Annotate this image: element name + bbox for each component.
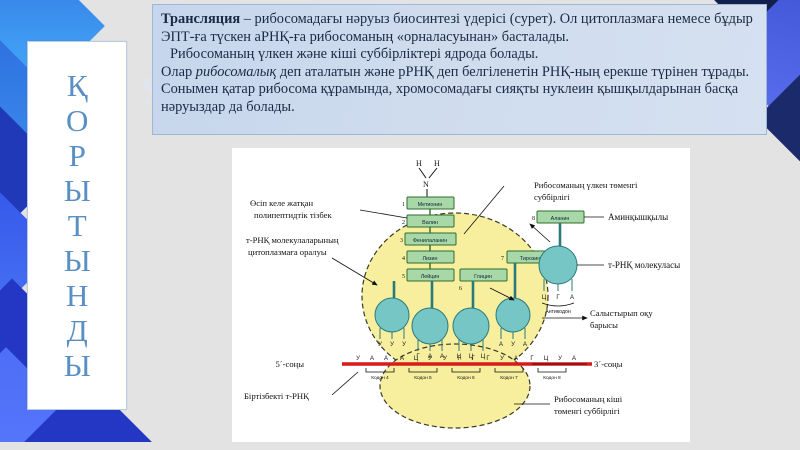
leader-lines — [331, 185, 604, 405]
diagram-labels: Өсіп келе жатқан полипептидтік тізбек т-… — [244, 180, 680, 416]
anticodon-base: А — [440, 354, 444, 360]
nh2-h-left: Н — [416, 159, 422, 168]
anticodon-base: А — [570, 295, 574, 301]
amino-label-3: Фенилаланин — [413, 238, 447, 244]
svg-text:У: У — [500, 356, 504, 362]
amino-box-6 — [459, 268, 508, 282]
codon-label: Кодон 6 — [457, 375, 475, 381]
svg-text:Ц: Ц — [414, 356, 419, 362]
label-three-prime: 3´-соңы — [594, 359, 623, 369]
trna-circle-4 — [495, 297, 531, 333]
definition-paragraph-1: Трансляция – рибосомадағы нәруыз биосинт… — [161, 11, 756, 46]
codon-label: Кодон 7 — [500, 375, 518, 381]
para3-lead: Олар — [161, 63, 196, 80]
anticodon-base: Г — [556, 295, 560, 301]
label-single-strand: Біртізбекті т-РНҚ — [244, 391, 309, 401]
svg-text:А: А — [572, 356, 576, 362]
svg-text:Г: Г — [486, 356, 490, 362]
codon-labels: Кодон 4 Кодон 5 Кодон 6 Кодон 7 Кодон 8 — [371, 375, 561, 381]
amino-label-8: Аланин — [551, 216, 570, 222]
amino-label-6: Глицин — [474, 274, 492, 280]
label-growing-chain-2: полипептидтік тізбек — [254, 210, 332, 220]
nh2-n: N — [423, 180, 429, 189]
amino-number-5: 5 — [402, 274, 405, 280]
anticodon-base: У — [402, 342, 406, 348]
codon-label: Кодон 5 — [414, 375, 432, 381]
trna-circle-2 — [411, 307, 449, 345]
definition-text-panel: Трансляция – рибосомадағы нәруыз биосинт… — [152, 4, 767, 135]
anticodon-base: У — [511, 342, 515, 348]
svg-text:Г: Г — [530, 356, 534, 362]
page-title: ҚОРЫТЫНДЫ — [59, 68, 95, 383]
svg-text:А: А — [370, 356, 374, 362]
anticodon-base: Ц — [469, 354, 474, 360]
amino-label-4: Лизин — [422, 256, 437, 262]
label-trna-return-2: цитоплазмаға оралуы — [248, 247, 327, 257]
amino-label-1: Метионин — [418, 202, 443, 208]
amino-label-2: Валин — [422, 220, 438, 226]
amino-number-1: 1 — [402, 202, 405, 208]
term-ribosomal: рибосомалық — [195, 63, 277, 80]
svg-text:Ц: Ц — [544, 356, 549, 362]
anticodon-base: У — [390, 342, 394, 348]
label-reading-1: Салыстырып оқу — [590, 308, 653, 318]
term-translation: Трансляция — [161, 11, 241, 27]
trna-circle-1 — [374, 297, 410, 333]
definition-paragraph-3: Олар рибосомалық деп аталатын және рРНҚ … — [161, 64, 756, 117]
amino-number-7: 7 — [501, 256, 504, 262]
para3-rest: деп аталатын және рРНҚ деп белгіленетін … — [161, 63, 750, 115]
anticodon-base: Ц — [457, 354, 462, 360]
definition-rest: – рибосомадағы нәруыз биосинтезі үдерісі… — [161, 11, 753, 45]
amino-number-4: 4 — [402, 256, 405, 262]
anticodon-base: Ц — [481, 354, 486, 360]
anticodon-base: Ц — [542, 295, 547, 301]
label-trna-molecule: т-РНҚ молекуласы — [608, 260, 680, 270]
anticodon-base: А — [499, 342, 503, 348]
anticodon-caption: Антикодон — [545, 309, 571, 315]
label-amino-acid: Аминқышқылы — [608, 212, 668, 222]
label-reading-2: барысы — [590, 320, 618, 330]
amino-number-2: 2 — [402, 220, 405, 226]
anticodon-base: А — [428, 354, 432, 360]
anticodon-base: Г — [416, 354, 420, 360]
amino-label-5: Лейцин — [421, 273, 440, 280]
codon-label: Кодон 4 — [371, 375, 389, 381]
trna-circle-5 — [538, 245, 578, 285]
amino-number-8: 8 — [532, 216, 535, 222]
label-trna-return: т-РНҚ молекулаларының — [246, 235, 339, 245]
svg-text:А: А — [514, 356, 518, 362]
svg-text:У: У — [428, 356, 432, 362]
label-small-subunit-2: төменгі суббірлігі — [554, 406, 620, 416]
label-five-prime: 5´-соңы — [275, 359, 304, 369]
nh2-h-right: Н — [434, 159, 440, 168]
label-small-subunit-1: Рибосоманың кіші — [554, 394, 623, 404]
anticodon-base: У — [378, 342, 382, 348]
svg-text:Г: Г — [457, 356, 461, 362]
definition-paragraph-2: Рибосоманың үлкен және кіші суббірліктер… — [170, 46, 539, 63]
codon-brackets — [365, 368, 567, 373]
amino-number-3: 3 — [400, 238, 403, 244]
label-growing-chain: Өсіп келе жатқан — [250, 198, 313, 208]
svg-text:У: У — [356, 356, 360, 362]
label-large-subunit: Рибосоманың үлкен төменгі — [534, 180, 638, 190]
anticodon-base: А — [523, 342, 527, 348]
svg-text:Г: Г — [471, 356, 475, 362]
codon-label: Кодон 8 — [543, 375, 561, 381]
svg-text:У: У — [443, 356, 447, 362]
vertical-title-card: ҚОРЫТЫНДЫ — [27, 41, 127, 410]
translation-diagram: Н Н N Метионин 1 Валин 2 Фенилаланин 3 — [232, 148, 690, 442]
svg-text:У: У — [558, 356, 562, 362]
svg-text:А: А — [400, 356, 404, 362]
bottom-strip — [0, 442, 800, 450]
trna-group: У У У Г А А Ц Ц Ц — [374, 223, 578, 360]
svg-text:А: А — [384, 356, 388, 362]
amino-number-6: 6 — [459, 286, 462, 292]
label-large-subunit-2: суббірлігі — [534, 192, 570, 202]
trna-circle-3 — [452, 307, 490, 345]
amino-label-7: Тирозин — [520, 256, 540, 262]
amino-box-5 — [406, 268, 455, 282]
